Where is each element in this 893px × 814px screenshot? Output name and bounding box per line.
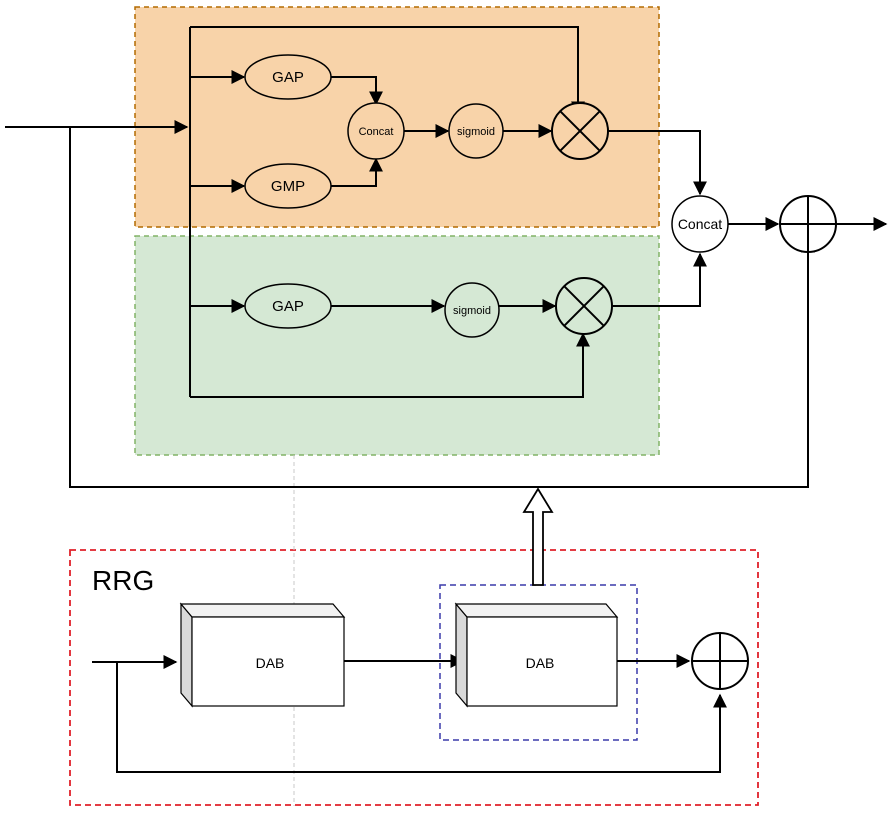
concat-label-fusion: Concat xyxy=(678,216,722,232)
mid-skip-branch xyxy=(190,332,590,398)
gap-node-top xyxy=(244,54,332,100)
concat-node-fusion xyxy=(671,195,729,253)
gmp-label: GMP xyxy=(271,178,305,195)
rrg-region xyxy=(69,549,759,806)
concat-node-top xyxy=(347,102,405,160)
residual-skip-line xyxy=(69,127,815,488)
gmp-to-concat xyxy=(331,157,383,187)
mid-attention-region xyxy=(134,235,660,456)
dab-highlight-box xyxy=(439,584,638,741)
rrg-skip-line xyxy=(116,662,727,773)
sigmoid-node-mid xyxy=(444,282,500,338)
sigmoid-label-top: sigmoid xyxy=(457,126,495,138)
sigmoid-node-top xyxy=(448,103,504,159)
concat-label-top: Concat xyxy=(359,126,394,138)
sigmoid-label-mid: sigmoid xyxy=(453,305,491,317)
dab-label-1: DAB xyxy=(256,655,285,671)
multiply-icon-mid xyxy=(555,277,613,335)
gmp-node xyxy=(244,163,332,209)
multiply-icon-top xyxy=(551,102,609,160)
gap-label-top: GAP xyxy=(272,69,304,86)
dab-label-2: DAB xyxy=(526,655,555,671)
hollow-up-arrow xyxy=(522,487,554,586)
add-icon-rrg xyxy=(691,632,749,690)
multiply-mid-to-concat xyxy=(612,252,707,307)
gap-label-mid: GAP xyxy=(272,298,304,315)
gap-node-mid xyxy=(244,283,332,329)
multiply-top-to-concat xyxy=(608,130,707,196)
top-skip-branch xyxy=(190,26,585,116)
dab-block-1 xyxy=(179,602,346,708)
gap-to-concat xyxy=(331,76,383,106)
rrg-title: RRG xyxy=(92,565,154,596)
dab-block-2 xyxy=(454,602,619,708)
add-icon-top xyxy=(779,195,837,253)
